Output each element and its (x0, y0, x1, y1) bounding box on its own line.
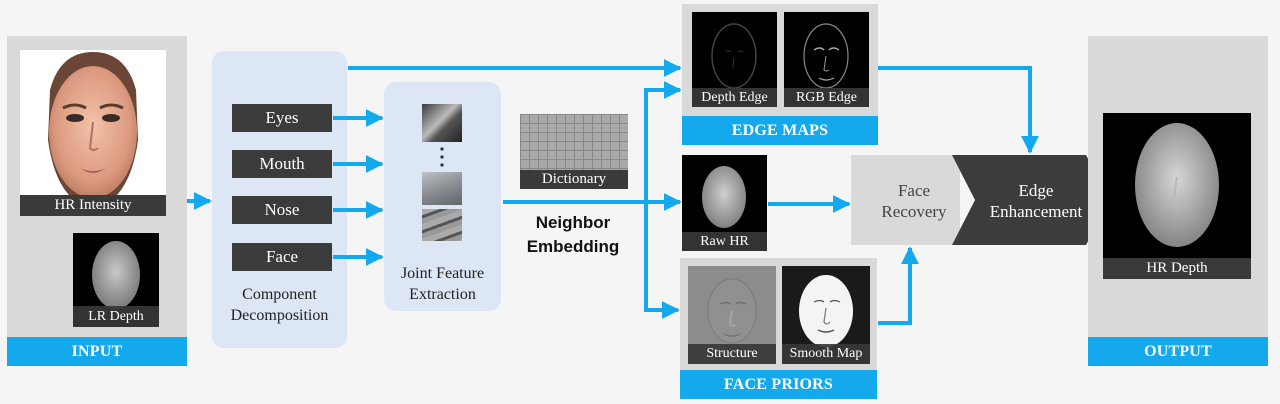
structure-label: Structure (688, 344, 776, 364)
edge-maps-caption: EDGE MAPS (682, 116, 878, 145)
arrow-branch-down (644, 202, 680, 319)
face-recovery-text: Face Recovery (862, 180, 966, 222)
component-face: Face (232, 243, 332, 271)
component-nose: Nose (232, 196, 332, 224)
feature-patch-1 (422, 104, 462, 142)
raw-hr-label: Raw HR (682, 232, 767, 251)
rgb-edge-label: RGB Edge (784, 88, 869, 107)
vertical-ellipsis (438, 146, 446, 168)
component-title-line1: Component (242, 286, 317, 303)
neighbor-line1: Neighbor (535, 213, 611, 232)
depth-edge-label: Depth Edge (692, 88, 777, 107)
face-recovery-line2: Recovery (881, 202, 947, 221)
dictionary-image (520, 114, 628, 170)
face-priors-caption: FACE PRIORS (680, 370, 877, 399)
edge-enhancement-line1: Edge (1018, 181, 1054, 200)
neighbor-embedding-text: Neighbor Embedding (506, 211, 640, 259)
component-eyes: Eyes (232, 104, 332, 132)
component-title-line2: Decomposition (230, 307, 329, 324)
joint-title-line2: Extraction (409, 286, 476, 303)
arrow-priors-to-recovery (878, 246, 919, 325)
feature-patch-2 (422, 172, 462, 205)
lr-depth-label: LR Depth (73, 306, 159, 327)
joint-feature-title: Joint Feature Extraction (384, 263, 501, 305)
dictionary-label: Dictionary (520, 170, 628, 189)
neighbor-line2: Embedding (526, 237, 620, 256)
face-recovery-line1: Face (897, 181, 931, 200)
input-caption: INPUT (7, 337, 187, 366)
edge-enhancement-text: Edge Enhancement (980, 180, 1092, 222)
output-caption: OUTPUT (1088, 337, 1268, 366)
smooth-map-label: Smooth Map (782, 344, 870, 364)
arrow-edges-to-enhancement (878, 66, 1039, 154)
hr-depth-image (1103, 113, 1251, 279)
component-mouth: Mouth (232, 150, 332, 178)
feature-patch-3 (422, 209, 462, 241)
hr-intensity-image (20, 50, 166, 216)
hr-depth-label: HR Depth (1103, 258, 1251, 279)
hr-intensity-label: HR Intensity (20, 195, 166, 216)
arrow-branch-up (644, 81, 682, 202)
joint-title-line1: Joint Feature (400, 265, 485, 282)
edge-enhancement-line2: Enhancement (989, 202, 1083, 221)
component-decomposition-title: Component Decomposition (212, 284, 347, 326)
